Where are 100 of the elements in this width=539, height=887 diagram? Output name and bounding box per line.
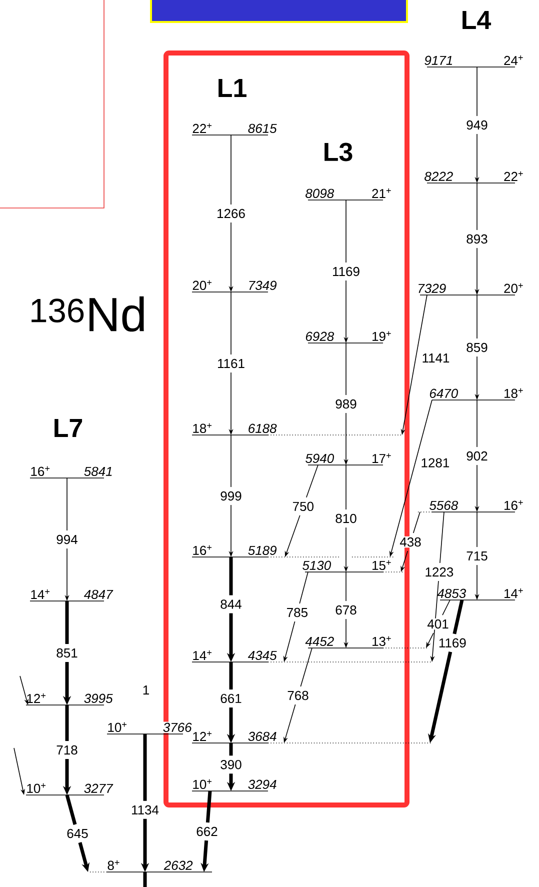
- spin-label: 10$^{+}$: [106, 721, 128, 733]
- edge-label: 645: [66, 828, 90, 840]
- energy-label: 2632: [162, 860, 194, 871]
- energy-level: [192, 423, 402, 436]
- spin-label: 16$^{+}$: [504, 500, 523, 510]
- edge-label: 678: [334, 604, 358, 616]
- spin-label: 14$^{+}$: [193, 650, 212, 660]
- spin-label: 18$^{+}$: [193, 423, 212, 433]
- energy-label: 3766: [162, 722, 193, 733]
- spin-label: 18$^{+}$: [504, 388, 523, 398]
- energy-label: 3684: [248, 732, 276, 741]
- edge-label: 438: [398, 536, 422, 548]
- edge-label: 1281: [420, 457, 451, 468]
- edge-label: 401: [426, 618, 450, 630]
- spin-label: 20$^{+}$: [504, 283, 523, 293]
- energy-level: [192, 779, 276, 792]
- spin-label: 14$^{+}$: [504, 588, 523, 598]
- spin-label: 12$^{+}$: [193, 731, 212, 741]
- spin-label: 10$^{+}$: [27, 783, 46, 793]
- energy-label: 7329: [418, 284, 446, 293]
- energy-level: [306, 188, 391, 200]
- energy-label: 5568: [430, 500, 458, 510]
- energy-label: 5189: [248, 546, 277, 555]
- edge-label: 893: [465, 233, 489, 245]
- energy-level: [192, 731, 432, 744]
- spin-label: 19$^{+}$: [372, 331, 391, 341]
- spin-label: 10$^{+}$: [193, 779, 212, 789]
- edge-label: 662: [195, 826, 219, 838]
- edge-label: 994: [55, 534, 79, 546]
- edge-label: 390: [219, 759, 243, 770]
- edge-label: 750: [291, 500, 315, 512]
- spin-label: 15$^{+}$: [372, 560, 391, 570]
- edge-label: 810: [334, 512, 358, 524]
- energy-level: [192, 650, 432, 662]
- spin-label: 12$^{+}$: [27, 693, 46, 703]
- energy-level: [418, 500, 523, 512]
- energy-label: 6188: [248, 424, 277, 433]
- energy-level: [106, 721, 193, 734]
- band-label: L1: [218, 79, 246, 97]
- energy-level: [26, 783, 114, 796]
- energy-label: 3995: [84, 694, 113, 703]
- edge-label: 851: [55, 647, 79, 659]
- energy-level: [424, 171, 523, 184]
- energy-level: [192, 123, 277, 136]
- band-label: L7: [54, 419, 82, 437]
- energy-label: 8098: [306, 188, 334, 198]
- energy-label: 5841: [84, 466, 112, 476]
- edge-label: 715: [465, 550, 489, 562]
- energy-level: [30, 466, 112, 478]
- energy-level: [90, 859, 212, 872]
- edge-label: 859: [465, 342, 489, 354]
- edge-label: 1169: [331, 266, 361, 278]
- energy-label: 4853: [437, 588, 466, 598]
- energy-label: 5130: [302, 560, 331, 570]
- edge-label: 949: [465, 119, 489, 131]
- energy-label: 6928: [306, 332, 334, 341]
- energy-label: 6470: [430, 388, 458, 398]
- text-fragment: 1: [143, 686, 149, 694]
- edge-label: 785: [285, 606, 310, 618]
- spin-label: 20$^{+}$: [192, 280, 212, 290]
- spin-label: 21$^{+}$: [372, 188, 391, 198]
- energy-label: 8222: [424, 172, 453, 181]
- energy-level: [192, 280, 277, 292]
- edge-label: 1161: [216, 358, 246, 370]
- spin-label: 24$^{+}$: [504, 55, 523, 65]
- energy-level: [418, 283, 523, 296]
- energy-level: [302, 560, 404, 572]
- energy-level: [437, 588, 523, 600]
- energy-level: [306, 331, 391, 344]
- banner: [150, 0, 408, 23]
- edge-label: 718: [55, 744, 79, 756]
- edge-label: 902: [465, 450, 489, 462]
- energy-label: 4345: [248, 650, 277, 660]
- edge-label: 1141: [420, 352, 451, 364]
- spin-label: 14$^{+}$: [31, 589, 50, 599]
- energy-level: [192, 545, 396, 558]
- edge-label: 999: [219, 490, 243, 502]
- edge-label: 844: [219, 598, 243, 610]
- edge-label: 1223: [424, 566, 455, 578]
- spin-label: 13$^{+}$: [372, 636, 391, 646]
- spin-label: 16$^{+}$: [31, 466, 50, 476]
- energy-label: 9171: [424, 56, 452, 65]
- edge-label: 989: [334, 398, 358, 410]
- edge-label: 768: [286, 690, 310, 702]
- energy-level: [306, 453, 391, 466]
- energy-level: [430, 388, 523, 400]
- edge-label: 1266: [216, 208, 246, 220]
- energy-label: 7349: [249, 280, 277, 290]
- band-label: L3: [324, 142, 352, 162]
- energy-label: 4847: [84, 590, 114, 599]
- energy-level: [30, 589, 114, 602]
- edge-label: 1169: [437, 637, 468, 648]
- energy-level: [305, 636, 428, 648]
- spin-label: 16$^{+}$: [193, 545, 212, 555]
- energy-label: 5940: [306, 454, 334, 463]
- energy-label: 8615: [248, 124, 277, 133]
- band-label: L4: [462, 11, 492, 29]
- edge-label: 1134: [130, 804, 160, 816]
- spin-label: 8$^{+}$: [106, 859, 122, 871]
- spin-label: 17$^{+}$: [372, 453, 391, 463]
